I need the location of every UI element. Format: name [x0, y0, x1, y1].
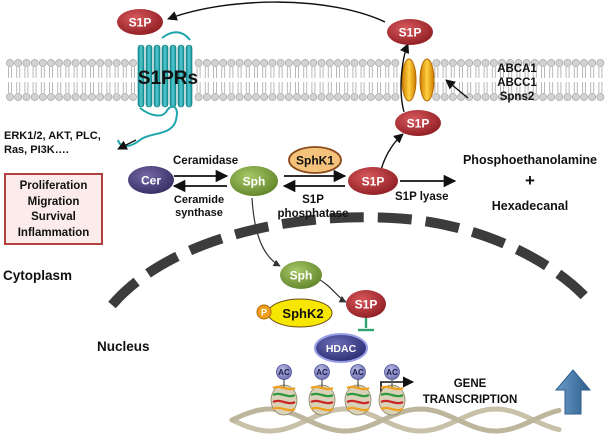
svg-text:S1P: S1P [399, 26, 422, 40]
signaling-label: ERK1/2, AKT, PLC,Ras, PI3K…. [4, 130, 101, 156]
receptor-signaling-arrow [117, 139, 137, 150]
s1p-export-arrow [380, 133, 404, 171]
outcome-item: Survival [31, 211, 76, 223]
outcome-item: Proliferation [19, 180, 88, 192]
outcome-item: Inflammation [17, 226, 90, 239]
nuclear-envelope [108, 212, 594, 309]
transport-arc-arrow [400, 43, 410, 113]
s1p-top-right-node: S1P [387, 19, 433, 45]
phosphoethanolamine-label: Phosphoethanolamine [463, 153, 597, 167]
s1p-lyase-label: S1P lyase [395, 191, 449, 203]
transporter-channel [401, 58, 435, 102]
sphk1-node: SphK1 [288, 146, 342, 174]
phospho-marker: P [256, 304, 272, 320]
ac-acetyl-tag: AC [384, 364, 400, 380]
ac-acetyl-tag: AC [350, 364, 366, 380]
ac-acetyl-tag: AC [314, 364, 330, 380]
svg-text:S1P: S1P [129, 16, 152, 30]
svg-text:AC: AC [386, 368, 398, 377]
abca1-label: ABCA1 [497, 63, 537, 75]
ceramidase-label: Ceramidase [173, 155, 238, 167]
ac-acetyl-tag: AC [276, 364, 292, 380]
svg-text:HDAC: HDAC [326, 343, 357, 355]
nucleus-label: Nucleus [97, 339, 150, 354]
abcc1-label: ABCC1 [497, 77, 537, 89]
svg-text:Sph: Sph [243, 175, 266, 189]
upregulation-arrow [554, 369, 592, 415]
svg-text:AC: AC [352, 368, 364, 377]
s1p-center-node: S1P [348, 167, 398, 195]
cer-node: Cer [128, 166, 174, 194]
sph-to-s1p-nuclear-arrow [315, 277, 347, 303]
svg-text:Sph: Sph [290, 269, 313, 283]
cellular-outcomes-box: Proliferation Migration Survival Inflamm… [4, 173, 103, 245]
s1prs-label: S1PRs [138, 68, 198, 89]
spns2-label: Spns2 [500, 91, 535, 103]
svg-text:Cer: Cer [141, 174, 161, 188]
svg-text:AC: AC [278, 368, 290, 377]
export-arc-arrow [167, 1, 386, 23]
plus-label: + [525, 171, 535, 190]
svg-text:S1P: S1P [355, 298, 378, 312]
sphk2-node: SphK2 [267, 298, 333, 328]
svg-text:AC: AC [316, 368, 328, 377]
hdac-node: HDAC [314, 333, 368, 363]
svg-text:S1P: S1P [362, 175, 385, 189]
s1prs-receptor: S1PRs [117, 31, 198, 147]
histones: AC AC AC AC [270, 364, 406, 416]
svg-text:SphK1: SphK1 [296, 154, 334, 168]
svg-text:P: P [261, 308, 267, 318]
sph-nuclear-arrow [251, 197, 281, 267]
s1p-top-left-node: S1P [117, 9, 163, 35]
hexadecanal-label: Hexadecanal [492, 199, 568, 213]
s1p-nucleus-node: S1P [346, 290, 386, 318]
cell-membrane [6, 59, 608, 101]
arrows [117, 1, 469, 406]
outcome-item: Migration [27, 195, 80, 208]
sph-nucleus-node: Sph [280, 261, 322, 289]
svg-text:SphK2: SphK2 [282, 306, 323, 321]
cytoplasm-label: Cytoplasm [3, 268, 72, 283]
sph-node: Sph [230, 166, 278, 196]
svg-text:S1P: S1P [407, 117, 430, 131]
s1p-under-membrane-node: S1P [395, 110, 441, 136]
spns2-arrow [445, 79, 469, 99]
